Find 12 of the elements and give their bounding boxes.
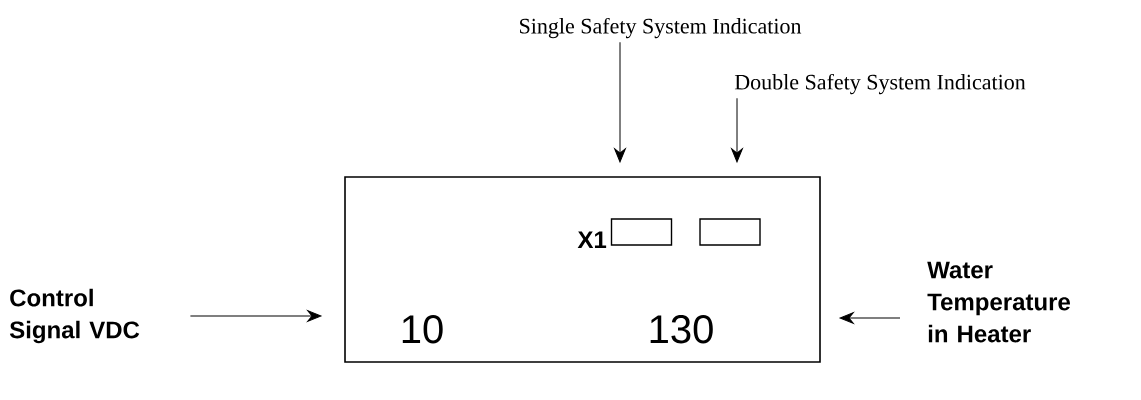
scale-value: 130 <box>650 315 713 344</box>
signal-label: Water Temperature in Heater <box>927 261 1070 343</box>
arrow <box>614 41 626 163</box>
indicator-box <box>610 218 673 246</box>
indicator-box <box>699 218 761 246</box>
arrow <box>731 97 743 163</box>
signal-label: Control Signal VDC <box>9 288 140 344</box>
arrow <box>189 310 322 322</box>
indication-label: Single Safety System Indication <box>520 17 802 39</box>
indication-label: Double Safety System Indication <box>734 73 1026 95</box>
scale-value: 10 <box>402 315 443 344</box>
arrow <box>839 312 901 324</box>
